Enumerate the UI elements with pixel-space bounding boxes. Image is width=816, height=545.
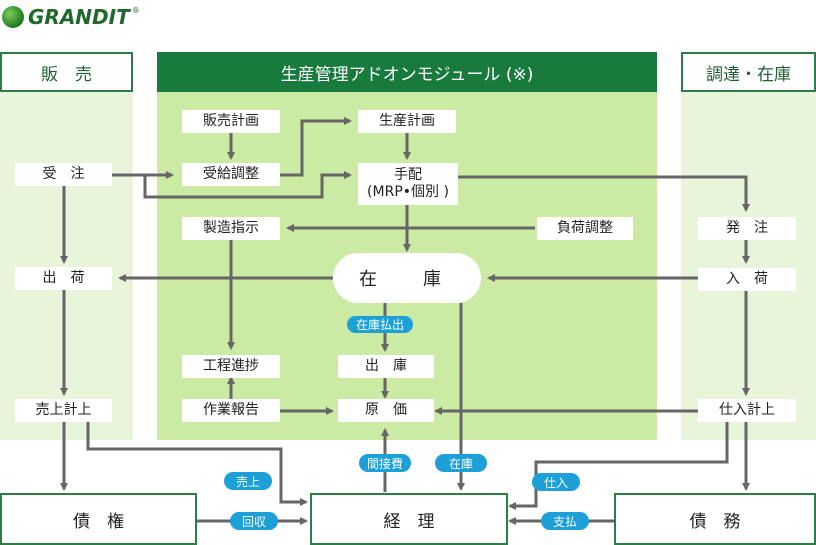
purchase-order-node: 発 注 [698, 217, 796, 240]
procurement-column [681, 92, 816, 440]
payment-badge: 支払 [541, 512, 589, 530]
inventory-badge: 在庫 [435, 454, 487, 472]
stock-issue-node: 出 庫 [338, 355, 434, 378]
sales-badge: 売上 [224, 472, 272, 490]
logo-mark-icon [2, 6, 24, 28]
purchase-badge: 仕入 [532, 473, 580, 491]
receivables-box: 債 権 [0, 493, 197, 545]
supply-adjust-node: 受給調整 [182, 163, 280, 186]
production-plan-node: 生産計画 [358, 110, 456, 133]
indirect-cost-badge: 間接費 [359, 454, 411, 472]
sales-header: 販 売 [0, 52, 133, 92]
arrangement-label: 手配 [394, 167, 422, 183]
arrangement-sublabel: (MRP•個別 ) [367, 184, 449, 200]
logo-text: GRANDIT [28, 5, 130, 29]
manufacturing-order-node: 製造指示 [182, 217, 280, 240]
inventory-node: 在 庫 [333, 253, 481, 303]
sales-column [0, 92, 133, 440]
order-receipt-node: 受 注 [15, 163, 112, 186]
arrangement-node: 手配 (MRP•個別 ) [358, 163, 458, 205]
goods-receipt-node: 入 荷 [698, 268, 796, 291]
work-report-node: 作業報告 [182, 399, 280, 422]
accounting-box: 経 理 [310, 493, 508, 545]
logo-registered-mark: ® [131, 6, 140, 15]
inventory-dispatch-badge: 在庫払出 [347, 316, 413, 333]
collection-badge: 回収 [230, 512, 278, 530]
revenue-posting-node: 売上計上 [15, 399, 112, 422]
cost-node: 原 価 [338, 399, 434, 422]
sales-plan-node: 販売計画 [182, 110, 280, 133]
payables-box: 債 務 [614, 493, 816, 545]
procurement-header: 調達・在庫 [681, 52, 816, 92]
process-progress-node: 工程進捗 [182, 355, 280, 378]
grandit-logo: GRANDIT ® [2, 4, 140, 30]
purchase-posting-node: 仕入計上 [698, 399, 796, 422]
load-adjust-node: 負荷調整 [537, 217, 633, 240]
module-header: 生産管理アドオンモジュール (※) [157, 52, 657, 92]
shipment-node: 出 荷 [15, 267, 112, 290]
